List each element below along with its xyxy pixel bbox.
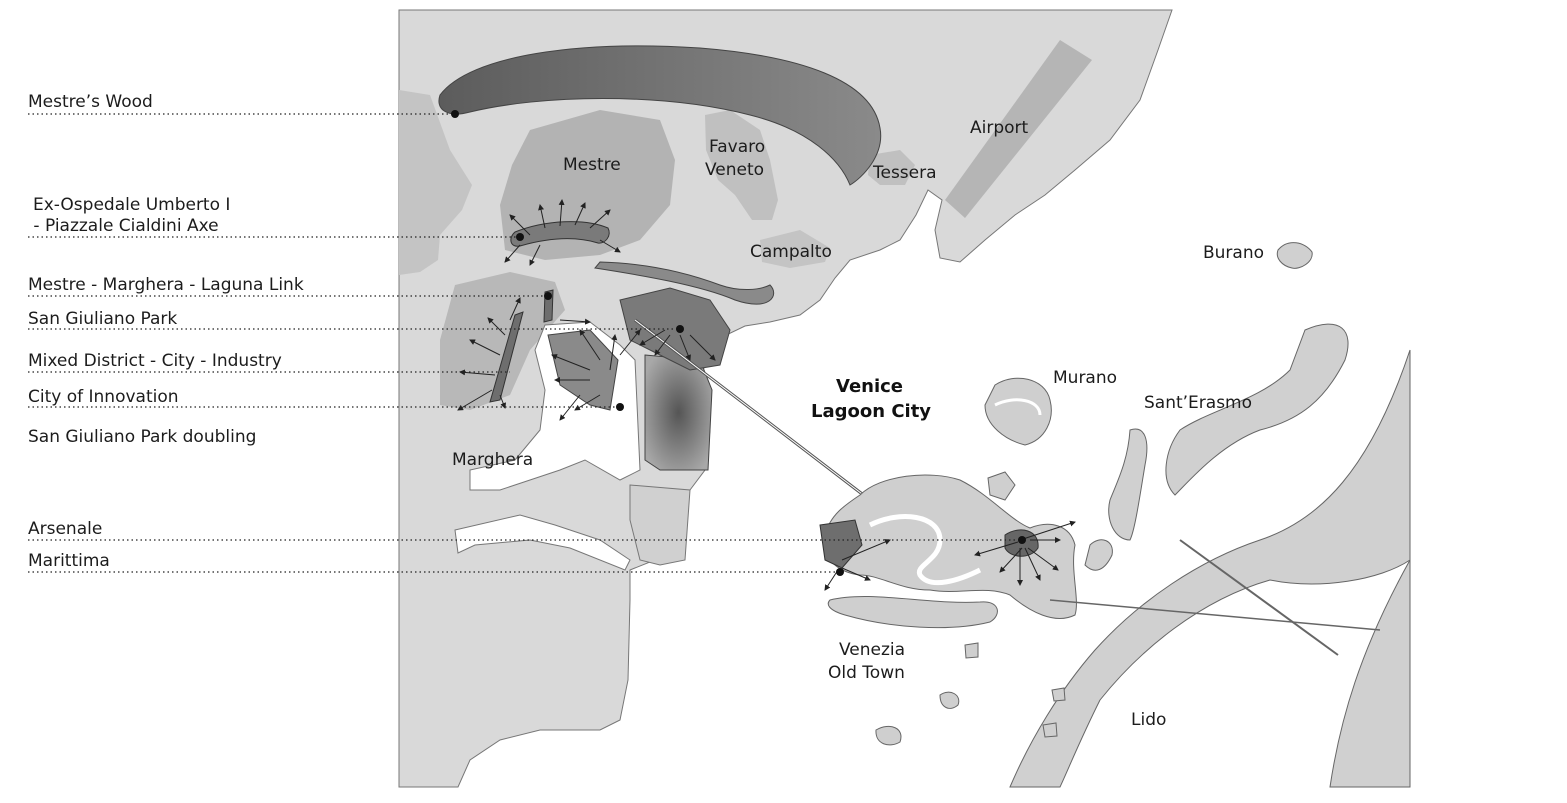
place-lido: Lido (1131, 710, 1167, 730)
mixed-district-shape (489, 311, 524, 403)
leader-lines (28, 113, 1022, 573)
airport-runway (945, 40, 1092, 218)
dot-marittima (836, 568, 844, 576)
dot-ex-ospedale (516, 233, 524, 241)
place-burano: Burano (1203, 243, 1265, 263)
label-san-giuliano: San Giuliano Park (28, 309, 178, 329)
ex-ospedale-arrows (504, 199, 621, 266)
ex-ospedale-axe-shape (510, 221, 610, 247)
place-favaro-1: Favaro (709, 137, 766, 157)
place-favaro-2: Veneto (705, 160, 765, 180)
place-venezia-1: Venezia (839, 640, 906, 660)
marghera-lower-canal (629, 484, 691, 566)
map-title-line2: Lagoon City (811, 401, 932, 422)
isle-small-1 (987, 471, 1016, 501)
label-mestres-wood: Mestre’s Wood (28, 92, 153, 112)
dot-san-giuliano (676, 325, 684, 333)
label-mixed-district: Mixed District - City - Industry (28, 351, 282, 371)
marghera-urban (440, 272, 565, 410)
west-urban (399, 90, 472, 275)
label-san-giuliano-doubling: San Giuliano Park doubling (28, 427, 257, 447)
dot-arsenale (1018, 536, 1026, 544)
label-marittima: Marittima (28, 551, 110, 571)
city-innovation-arrows (551, 318, 641, 421)
anchor-dots (451, 110, 1026, 576)
certosa-shape (1084, 539, 1113, 571)
favaro-urban (705, 110, 778, 220)
place-murano: Murano (1053, 368, 1118, 388)
canal-grande (868, 514, 982, 586)
isle-small-3 (939, 691, 960, 709)
dot-mestres-wood (451, 110, 459, 118)
place-marghera: Marghera (452, 450, 534, 470)
place-campalto: Campalto (750, 242, 832, 262)
lido-shape (1009, 349, 1411, 788)
place-mestre: Mestre (563, 155, 621, 175)
marghera-dock (454, 514, 631, 571)
map-title-line1: Venice (836, 376, 904, 397)
giudecca (827, 596, 998, 629)
san-giuliano-park-shape (594, 261, 775, 305)
isle-small-4 (875, 726, 902, 746)
dot-mml-link (544, 292, 552, 300)
isle-small-5 (1051, 687, 1066, 702)
tessera-urban (868, 150, 915, 185)
place-tessera: Tessera (873, 163, 937, 183)
diga-lido (1179, 539, 1339, 656)
diga-sud (1049, 599, 1381, 631)
san-giuliano-arrows (639, 329, 716, 361)
isle-small-6 (1042, 722, 1058, 738)
dot-city-innovation (616, 403, 624, 411)
murano-shape (984, 377, 1052, 446)
label-ex-ospedale-2: - Piazzale Cialdini Axe (28, 216, 219, 236)
place-santerasmo: Sant’Erasmo (1144, 393, 1253, 413)
marittima-arrows (824, 539, 891, 591)
campalto-urban (760, 230, 830, 268)
label-mml-link: Mestre - Marghera - Laguna Link (28, 275, 304, 295)
arsenale-arrows (974, 520, 1076, 586)
murano-canal (994, 398, 1042, 416)
place-venezia-2: Old Town (828, 663, 905, 683)
label-arsenale: Arsenale (28, 519, 103, 539)
burano-shape (1276, 242, 1313, 269)
marghera-island-a (547, 329, 619, 411)
venice-old-town-shape (823, 474, 1077, 619)
vignole-shape (1108, 428, 1148, 541)
ponte-della-liberta-inner (634, 319, 871, 501)
label-city-innovation: City of Innovation (28, 387, 179, 407)
lido-right (1329, 558, 1411, 788)
place-airport: Airport (970, 118, 1029, 138)
isle-small-2 (964, 642, 979, 659)
label-ex-ospedale-1: Ex-Ospedale Umberto I (33, 195, 231, 215)
santerasmo-shape (1165, 323, 1349, 496)
mestres-wood-shape (438, 45, 882, 186)
